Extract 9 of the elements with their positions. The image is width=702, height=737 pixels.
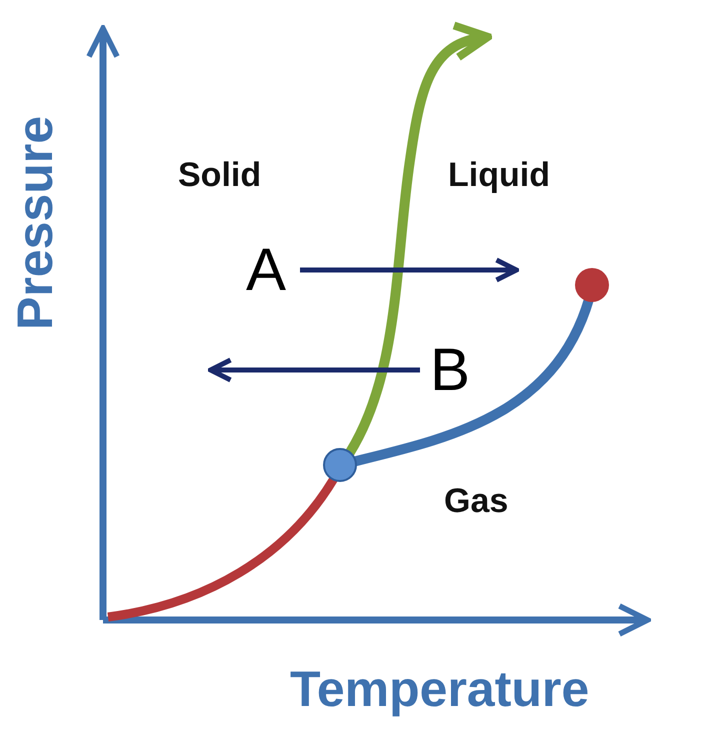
axis-label: Temperature xyxy=(290,664,590,714)
region-label: Liquid xyxy=(448,158,550,192)
region-label: Solid xyxy=(178,158,262,192)
arrow xyxy=(300,258,519,282)
point-letter: A xyxy=(238,240,294,300)
arrow xyxy=(208,358,420,382)
region-label: Gas xyxy=(444,484,508,518)
point-letter: B xyxy=(426,340,474,400)
axis-label: Pressure xyxy=(10,116,60,330)
